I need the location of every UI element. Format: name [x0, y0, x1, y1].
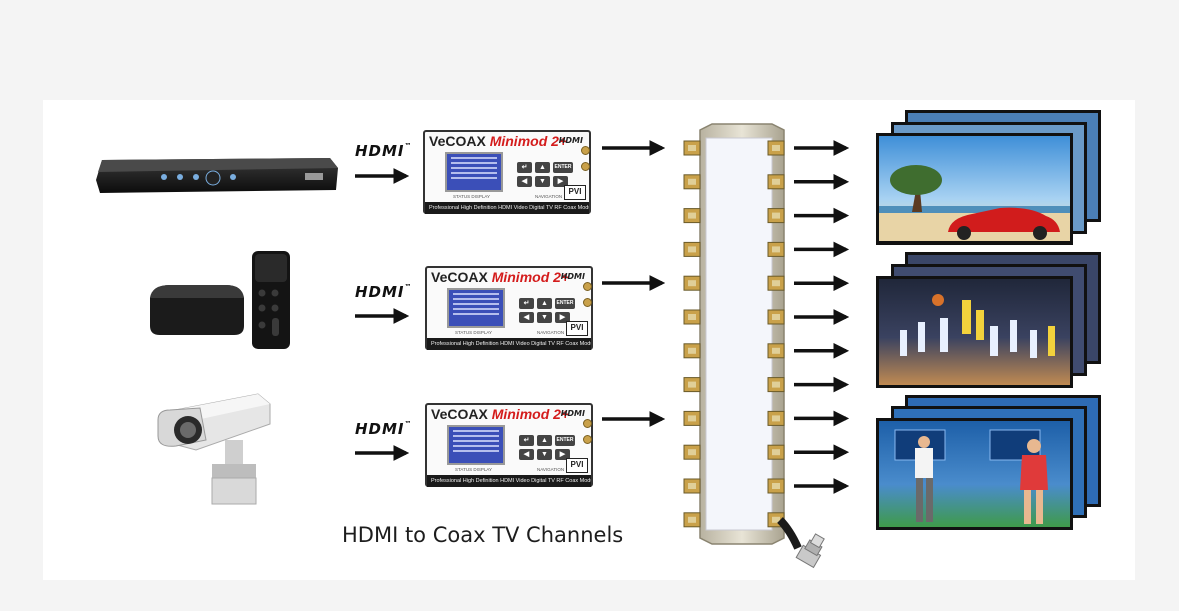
splitter-port-core	[688, 314, 696, 320]
splitter-port-core	[688, 145, 696, 151]
modulator-1: VeCOAX Minimod 2+ HDMI STATUS DISPLAY ↵▲…	[423, 130, 591, 214]
output-arrows	[794, 140, 850, 494]
splitter-port-core	[772, 415, 780, 422]
splitter-port-core	[688, 415, 696, 422]
modulator-caption: Professional High Definition HDMI Video …	[425, 202, 589, 214]
cctv-camera-icon	[157, 393, 271, 505]
input-arrows	[355, 168, 410, 461]
tv-stack-race-car	[876, 110, 1101, 245]
splitter-port-core	[688, 381, 696, 388]
modulator-status-screen	[447, 288, 505, 328]
cable-box-icon	[96, 158, 338, 193]
tv-stack-basketball	[876, 252, 1101, 388]
splitter-port-core	[772, 178, 780, 185]
coax-splitter-icon	[683, 123, 825, 569]
splitter-port-core	[772, 314, 780, 320]
rf-connector-icon	[581, 146, 590, 155]
modulator-hdmi-badge: HDMI	[558, 136, 583, 145]
modulator-hdmi-badge: HDMI	[560, 409, 585, 418]
modulator-brand: VeCOAX Minimod 2+	[431, 269, 570, 285]
modulator-hdmi-badge: HDMI	[560, 272, 585, 281]
status-display-label: STATUS DISPLAY	[455, 467, 493, 472]
splitter-port-core	[772, 483, 780, 489]
navigation-label: NAVIGATION	[535, 194, 563, 199]
rf-connector-icon	[583, 282, 592, 291]
pvi-logo: PVI	[566, 458, 588, 473]
splitter-port-core	[688, 516, 696, 523]
rf-connector-icon	[583, 419, 592, 428]
modulator-2: VeCOAX Minimod 2+ HDMI STATUS DISPLAY ↵▲…	[425, 266, 593, 350]
modulator-status-screen	[447, 425, 505, 465]
splitter-port-core	[772, 516, 780, 523]
splitter-port-core	[688, 280, 696, 287]
splitter-port-core	[772, 145, 780, 151]
modulator-3: VeCOAX Minimod 2+ HDMI STATUS DISPLAY ↵▲…	[425, 403, 593, 487]
tv-stack-golf-studio	[876, 395, 1101, 530]
modulator-brand: VeCOAX Minimod 2+	[429, 133, 568, 149]
navigation-buttons: ↵▲ENTER ◀▼▶	[519, 435, 579, 463]
navigation-label: NAVIGATION	[537, 330, 565, 335]
modulator-caption: Professional High Definition HDMI Video …	[427, 338, 591, 350]
splitter-port-core	[688, 347, 696, 354]
hdmi-label-3: HDMI™	[355, 420, 413, 438]
modulator-arrows	[602, 140, 666, 427]
splitter-port-core	[772, 381, 780, 388]
splitter-port-core	[688, 483, 696, 489]
splitter-port-core	[772, 280, 780, 287]
hdmi-label-1: HDMI™	[355, 142, 413, 160]
splitter-port-core	[688, 246, 696, 253]
streaming-box-icon	[150, 251, 290, 349]
splitter-port-core	[772, 212, 780, 219]
rf-connector-icon	[581, 162, 590, 171]
splitter-port-core	[772, 246, 780, 253]
modulator-caption: Professional High Definition HDMI Video …	[427, 475, 591, 487]
modulator-status-screen	[445, 152, 503, 192]
status-display-label: STATUS DISPLAY	[455, 330, 493, 335]
splitter-port-core	[688, 178, 696, 185]
diagram-title: HDMI to Coax TV Channels	[342, 523, 624, 547]
splitter-port-core	[688, 212, 696, 219]
splitter-port-core	[688, 449, 696, 456]
navigation-buttons: ↵▲ENTER ◀▼▶	[519, 298, 579, 326]
pvi-logo: PVI	[566, 321, 588, 336]
pvi-logo: PVI	[564, 185, 586, 200]
modulator-brand: VeCOAX Minimod 2+	[431, 406, 570, 422]
navigation-label: NAVIGATION	[537, 467, 565, 472]
rf-connector-icon	[583, 298, 592, 307]
rf-connector-icon	[583, 435, 592, 444]
navigation-buttons: ↵▲ENTER ◀▼▶	[517, 162, 577, 190]
splitter-port-core	[772, 347, 780, 354]
splitter-port-core	[772, 449, 780, 456]
status-display-label: STATUS DISPLAY	[453, 194, 491, 199]
hdmi-label-2: HDMI™	[355, 283, 413, 301]
